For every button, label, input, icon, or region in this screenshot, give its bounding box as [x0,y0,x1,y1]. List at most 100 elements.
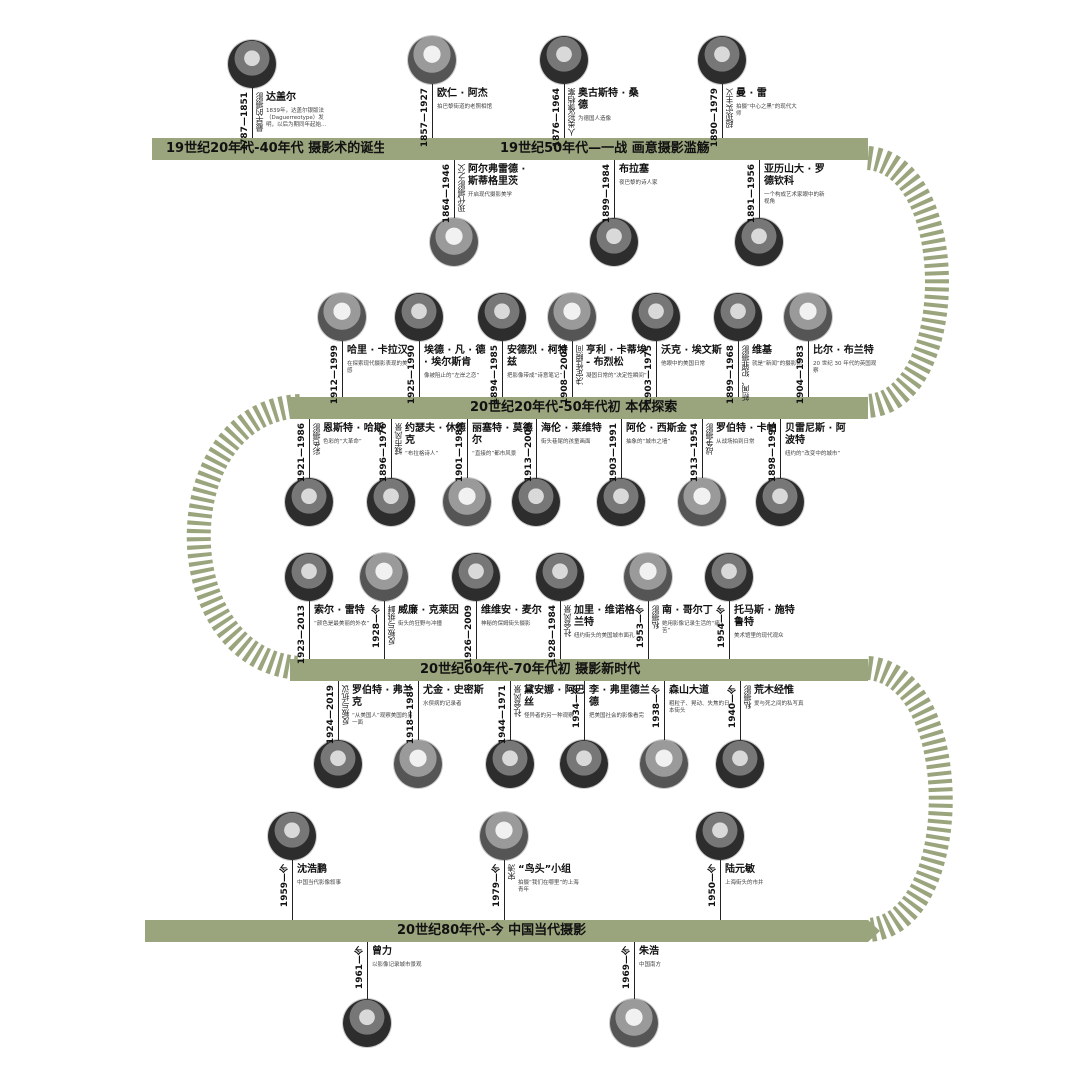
band-5-label: 20世纪80年代-今 中国当代摄影 [397,923,587,938]
connector-line [729,601,730,659]
connector-line [656,341,657,397]
connector-line [252,88,253,138]
life-dates: 1908—2004 [560,345,570,405]
connector-line [780,419,781,478]
person-name: 贝雷尼斯 · 阿波特 [785,423,846,446]
portrait-photo [540,36,588,84]
person-name: 恩斯特 · 哈斯 [323,423,384,434]
portrait-photo [480,812,528,860]
life-dates: 1891—1956 [747,164,757,224]
style-tag: 私摄影 [651,605,660,629]
band-2: 19世纪50年代—一战 画意摄影滥觞 [384,138,868,160]
portrait-photo [360,553,408,601]
style-tag: 新闻、犯罪摄影 [741,345,750,401]
life-dates: 1934—今 [572,685,582,729]
person-note: 美术馆里的现代观众 [734,633,784,639]
connector-line [614,160,615,218]
person-name: 亨利 · 卡蒂埃 - 布烈松 [586,345,647,368]
life-dates: 1959—今 [280,864,290,908]
life-dates: 1953—今 [636,605,646,649]
portrait-photo [478,293,526,341]
style-tag: 彩色摄影 [312,423,321,455]
person-name: 索尔 · 雷特 [314,605,365,616]
person-note: 开启现代摄影美学 [468,192,513,198]
portrait-photo [486,740,534,788]
person-name: 尤金 · 史密斯 [423,685,484,696]
connector-line [740,681,741,740]
portrait-photo [560,740,608,788]
person-name: 阿尔弗雷德 · 斯蒂格里茨 [468,164,526,187]
life-dates: 1903—1991 [609,423,619,483]
portrait-photo [408,36,456,84]
connector-line [502,341,503,397]
person-name: 维基 [752,345,772,356]
person-note: 色彩的“大革命” [323,439,362,445]
portrait-photo [285,553,333,601]
life-dates: 1944—1971 [498,685,508,745]
person-name: 欧仁 · 阿杰 [437,88,488,99]
person-note: 1839年，达盖尔银版法（Daguerreotype）发明，以后为期同年起始..… [266,108,327,128]
life-dates: 1913—1954 [690,423,700,483]
portrait-photo [590,218,638,266]
person-name: 黛安娜 · 阿巴丝 [524,685,585,708]
connector-line [536,419,537,478]
life-dates: 1950—今 [708,864,718,908]
person-name: 曾力 [372,946,392,957]
life-dates: 1894—1985 [490,345,500,405]
life-dates: 1899—1968 [726,345,736,405]
connector-line [419,341,420,397]
style-tag: 社会风景 [563,605,572,637]
portrait-photo [624,553,672,601]
style-tag: 反叛与挑衅 [387,605,396,645]
person-note: 他眼中的美国日常 [661,361,706,367]
person-name: 曼 · 雷 [736,88,767,99]
portrait-photo [716,740,764,788]
person-note: 爱与死之间的私写真 [754,701,804,707]
portrait-photo [268,812,316,860]
portrait-photo [314,740,362,788]
connector-line [292,860,293,920]
connector-line [504,860,505,920]
person-name: 安德烈 · 柯特兹 [507,345,568,368]
life-dates: 1924—2019 [326,685,336,745]
person-note: 一个构成艺术家眼中的新视角 [764,192,825,205]
person-name: “鸟头”小组 [518,864,572,875]
connector-line [738,341,739,397]
life-dates: 1787—1851 [240,92,250,152]
connector-line [342,341,343,397]
life-dates: 1912—1999 [330,345,340,405]
connector-line [510,681,511,740]
curve-right-2 [866,656,953,942]
life-dates: 1969—今 [622,946,632,990]
person-note: 夜巴黎的诗人家 [619,180,658,186]
life-dates: 1896—1976 [379,423,389,483]
connector-line [432,84,433,138]
connector-line [648,601,649,659]
person-name: 埃德 · 凡 · 德 · 埃尔斯肯 [424,345,486,368]
portrait-photo [536,553,584,601]
connector-line [454,160,455,218]
curve-right-1 [865,146,949,418]
connector-line [338,681,339,740]
connector-line [702,419,703,478]
person-note: 中国当代影像叙事 [297,880,342,886]
style-tag: 人类形像档案 [567,88,576,136]
person-note: 以影像记录城市景观 [372,962,422,968]
portrait-photo [512,478,560,526]
connector-line [467,419,468,478]
life-dates: 1928—1984 [548,605,558,665]
person-name: 荒木经惟 [754,685,794,696]
portrait-photo [610,999,658,1047]
portrait-photo [756,478,804,526]
person-note: 就是“新闻”的摄影师 [752,361,802,367]
person-name: 朱浩 [639,946,659,957]
style-tag: 超现实主义 [725,88,734,128]
portrait-photo [714,293,762,341]
person-note: “布拉格诗人” [405,451,439,457]
life-dates: 1857—1927 [420,88,430,148]
person-name: 罗伯特 · 卡帕 [716,423,777,434]
life-dates: 1925—1990 [407,345,417,405]
person-note: 纽约的“改变中的城市” [785,451,841,457]
person-note: 拍摄“我们在哪里”的上海青年 [518,880,579,893]
style-tag: 城市风景 [394,423,403,455]
